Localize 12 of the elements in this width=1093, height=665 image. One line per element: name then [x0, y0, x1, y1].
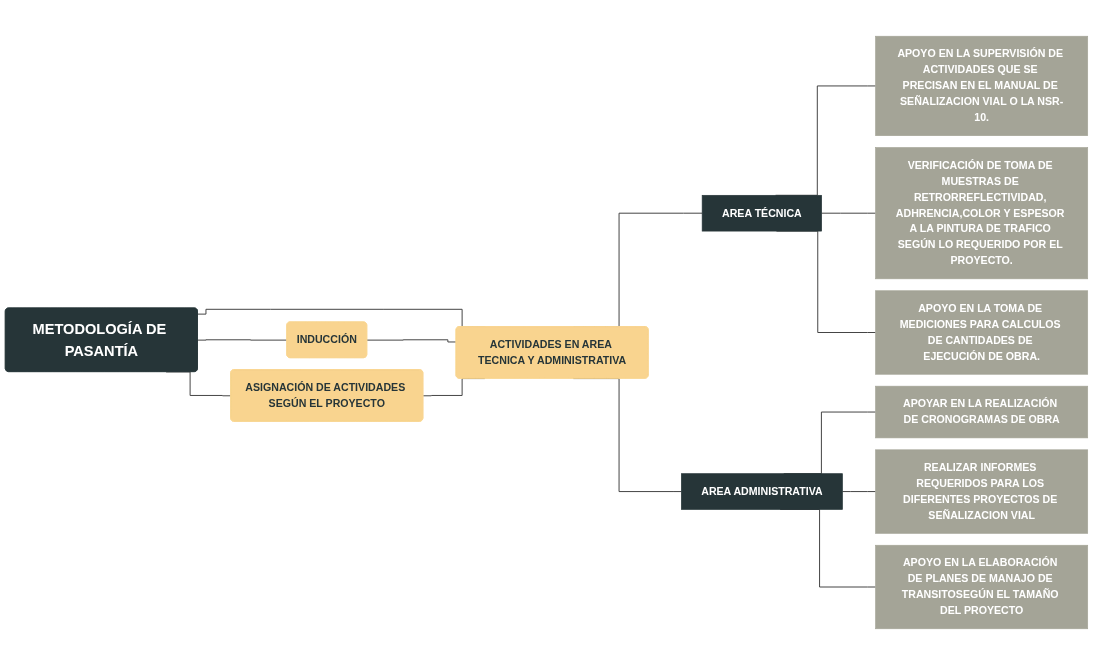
- node-box: APOYO EN LA SUPERVISIÓN DE ACTIVIDADES QUE SE PRECISAN EN EL MANUAL DE SEÑALIZACION VIAL O LA NSR-10.: [875, 35, 1089, 136]
- node-box: REALIZAR INFORMES REQUERIDOS PARA LOS DIFERENTES PROYECTOS DE SEÑALIZACION VIAL: [875, 449, 1089, 534]
- connector: [197, 339, 288, 341]
- node-box: APOYAR EN LA REALIZACIÓN DE CRONOGRAMAS DE OBRA: [875, 385, 1089, 439]
- node-box: AREA TÉCNICA: [701, 194, 822, 232]
- node-box: AREA ADMINISTRATIVA: [681, 473, 843, 510]
- node-box: VERIFICACIÓN DE TOMA DE MUESTRAS DE RETRORREFLECTIVIDAD, ADHRENCIA,COLOR Y ESPESOR A LA PINTURA DE TRAFICO SEGÚN LO REQUERIDO POR EL PROYECTO.: [875, 147, 1089, 280]
- connector: [366, 339, 457, 343]
- connector: [841, 491, 877, 493]
- connector: [821, 212, 877, 214]
- node-box: APOYO EN LA ELABORACIÓN DE PLANES DE MANAJO DE TRANSITOSEGÚN EL TAMAÑO DEL PROYECTO: [875, 544, 1089, 630]
- node-box: APOYO EN LA TOMA DE MEDICIONES PARA CALCULOS DE CANTIDADES DE EJECUCIÓN DE OBRA.: [875, 290, 1089, 375]
